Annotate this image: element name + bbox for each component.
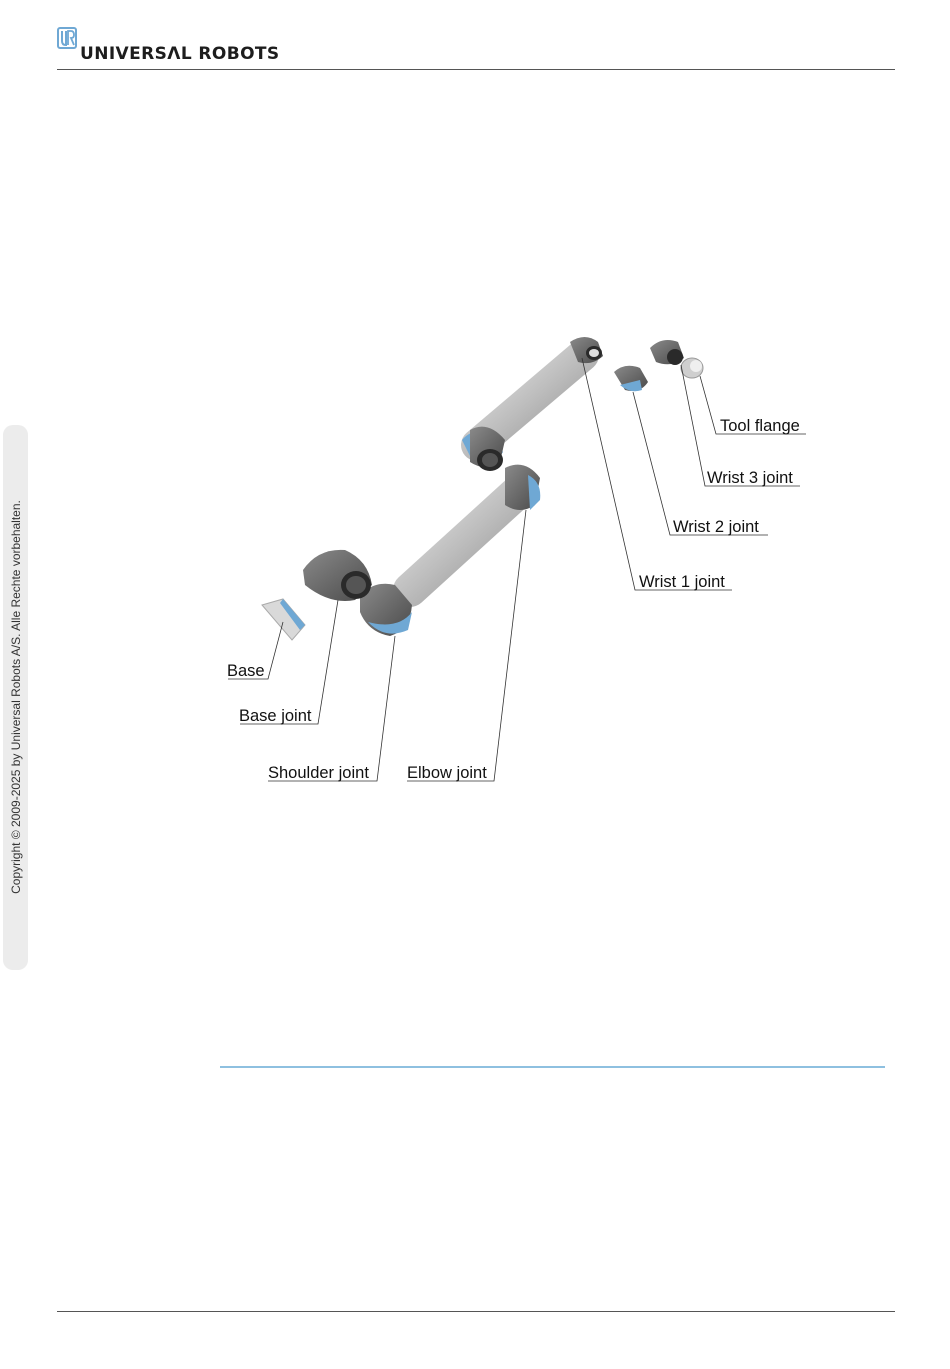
label-wrist-1-joint: Wrist 1 joint (639, 573, 725, 591)
label-base-joint: Base joint (239, 707, 312, 725)
footer-divider (57, 1311, 895, 1312)
forearm-link (462, 337, 603, 471)
base-part (262, 599, 305, 640)
base-joint-part (303, 550, 372, 601)
wrist-2-part (614, 366, 648, 391)
wrist-3-part (650, 340, 684, 365)
section-divider (220, 1066, 885, 1068)
label-wrist-2-joint: Wrist 2 joint (673, 518, 759, 536)
label-wrist-3-joint: Wrist 3 joint (707, 469, 793, 487)
upper-arm-link (360, 465, 540, 636)
label-base: Base (227, 662, 265, 680)
label-elbow-joint: Elbow joint (407, 764, 487, 782)
tool-flange-part (681, 358, 703, 378)
label-tool-flange: Tool flange (720, 417, 800, 435)
label-shoulder-joint: Shoulder joint (268, 764, 369, 782)
